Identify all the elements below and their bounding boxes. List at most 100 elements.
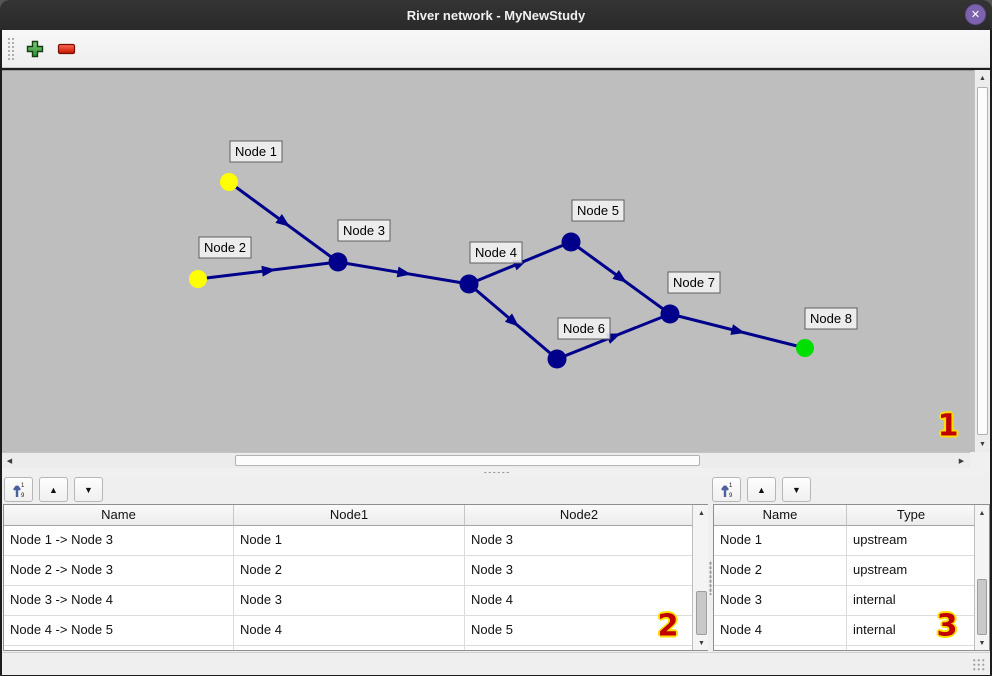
scroll-down-arrow[interactable]: ▼ xyxy=(975,436,990,452)
vscroll-thumb[interactable] xyxy=(977,579,987,635)
resize-grip[interactable] xyxy=(972,658,986,672)
scroll-up-arrow[interactable]: ▲ xyxy=(975,70,990,86)
column-header-name[interactable]: Name xyxy=(4,505,234,526)
node-cell-type: upstream xyxy=(847,556,976,585)
canvas-hscrollbar[interactable]: ◀ ▶ xyxy=(2,452,970,468)
column-header-node1[interactable]: Node1 xyxy=(234,505,465,526)
reach-edge-node-4-node-6[interactable] xyxy=(468,282,558,361)
network-node-node-4[interactable] xyxy=(459,274,479,294)
node-cell-empty xyxy=(847,646,976,650)
move-down-button[interactable]: ▼ xyxy=(74,477,103,502)
hscroll-thumb[interactable] xyxy=(235,455,700,466)
edge-arrowhead-icon xyxy=(612,270,627,283)
network-node-node-1[interactable] xyxy=(220,173,238,191)
vscroll-thumb[interactable] xyxy=(977,87,988,435)
node-label-node-1[interactable]: Node 1 xyxy=(229,140,283,163)
network-node-node-7[interactable] xyxy=(660,304,680,324)
node-label-node-7[interactable]: Node 7 xyxy=(667,271,721,294)
triangle-up-icon: ▲ xyxy=(757,484,766,495)
node-cell-empty xyxy=(714,646,847,650)
tables-splitter[interactable] xyxy=(708,504,713,651)
reach-edge-node-3-node-4[interactable] xyxy=(337,260,470,286)
network-node-node-3[interactable] xyxy=(328,252,348,272)
window-title: River network - MyNewStudy xyxy=(406,7,586,23)
reach-cell-name: Node 4 -> Node 5 xyxy=(4,616,234,645)
title-bar[interactable]: River network - MyNewStudy ✕ xyxy=(0,0,992,30)
toolbar-drag-handle[interactable] xyxy=(7,36,14,61)
column-header-node2[interactable]: Node2 xyxy=(465,505,694,526)
reach-edge-node-1-node-3[interactable] xyxy=(228,180,339,264)
node-table-vscrollbar[interactable]: ▲ ▼ xyxy=(974,505,989,650)
node-label-text: Node 8 xyxy=(810,311,852,326)
node-cell-type: internal xyxy=(847,616,976,645)
svg-text:1: 1 xyxy=(729,483,733,489)
network-node-node-6[interactable] xyxy=(547,349,567,369)
node-label-node-8[interactable]: Node 8 xyxy=(804,307,858,330)
reach-cell-node1: Node 3 xyxy=(234,586,465,615)
node-label-text: Node 6 xyxy=(563,321,605,336)
node-label-node-3[interactable]: Node 3 xyxy=(337,219,391,242)
node-label-node-2[interactable]: Node 2 xyxy=(198,236,252,259)
network-node-node-5[interactable] xyxy=(561,232,581,252)
triangle-up-icon: ▲ xyxy=(49,484,58,495)
network-canvas[interactable]: Node 1 Node 2 Node 3 Node 4 Node 5 Node 6 Node… xyxy=(2,70,974,452)
reach-table-toolbar: 1 9 ▲ ▼ xyxy=(4,477,103,503)
column-header-name[interactable]: Name xyxy=(714,505,847,526)
scroll-right-arrow[interactable]: ▶ xyxy=(954,453,969,468)
svg-text:9: 9 xyxy=(21,493,25,498)
node-label-node-6[interactable]: Node 6 xyxy=(557,317,611,340)
network-node-node-2[interactable] xyxy=(189,270,207,288)
triangle-down-icon: ▼ xyxy=(792,484,801,495)
node-label-node-5[interactable]: Node 5 xyxy=(571,199,625,222)
edge-arrowhead-icon xyxy=(730,324,746,335)
sort-button[interactable]: 1 9 xyxy=(712,477,741,502)
scroll-left-arrow[interactable]: ◀ xyxy=(2,453,17,468)
sort-button[interactable]: 1 9 xyxy=(4,477,33,502)
node-row-partial xyxy=(714,646,989,650)
vscroll-thumb[interactable] xyxy=(696,591,707,635)
move-up-button[interactable]: ▲ xyxy=(39,477,68,502)
splitter-grip-icon xyxy=(483,470,509,474)
scroll-up-arrow[interactable]: ▲ xyxy=(694,505,709,521)
reach-cell-node2: Node 5 xyxy=(465,616,694,645)
move-up-button[interactable]: ▲ xyxy=(747,477,776,502)
reach-edge-node-5-node-7[interactable] xyxy=(570,240,671,316)
reach-cell-empty xyxy=(4,646,234,650)
left-arrow-icon: ◀ xyxy=(6,457,13,465)
reach-cell-name: Node 3 -> Node 4 xyxy=(4,586,234,615)
right-arrow-icon: ▶ xyxy=(958,457,965,465)
network-node-node-8[interactable] xyxy=(796,339,814,357)
add-button[interactable] xyxy=(22,36,48,62)
column-header-type[interactable]: Type xyxy=(847,505,976,526)
scroll-up-arrow[interactable]: ▲ xyxy=(975,505,989,521)
reach-edge-node-2-node-3[interactable] xyxy=(197,260,339,281)
canvas-vscrollbar[interactable]: ▲ ▼ xyxy=(974,70,990,452)
scroll-down-arrow[interactable]: ▼ xyxy=(975,635,989,650)
svg-text:9: 9 xyxy=(729,493,733,498)
node-cell-name: Node 1 xyxy=(714,526,847,555)
move-down-button[interactable]: ▼ xyxy=(782,477,811,502)
node-label-node-4[interactable]: Node 4 xyxy=(469,241,523,264)
close-icon: ✕ xyxy=(970,9,981,21)
up-arrow-icon: ▲ xyxy=(979,74,986,82)
remove-button[interactable] xyxy=(54,36,80,62)
close-button[interactable]: ✕ xyxy=(965,4,986,25)
canvas-tables-splitter[interactable] xyxy=(2,468,990,476)
node-label-text: Node 4 xyxy=(475,245,517,260)
scroll-down-arrow[interactable]: ▼ xyxy=(694,635,709,650)
scrollbar-corner xyxy=(970,452,990,468)
node-cell-name: Node 2 xyxy=(714,556,847,585)
node-label-text: Node 7 xyxy=(673,275,715,290)
reach-table-vscrollbar[interactable]: ▲ ▼ xyxy=(692,505,709,650)
reach-edge-node-7-node-8[interactable] xyxy=(669,312,806,350)
